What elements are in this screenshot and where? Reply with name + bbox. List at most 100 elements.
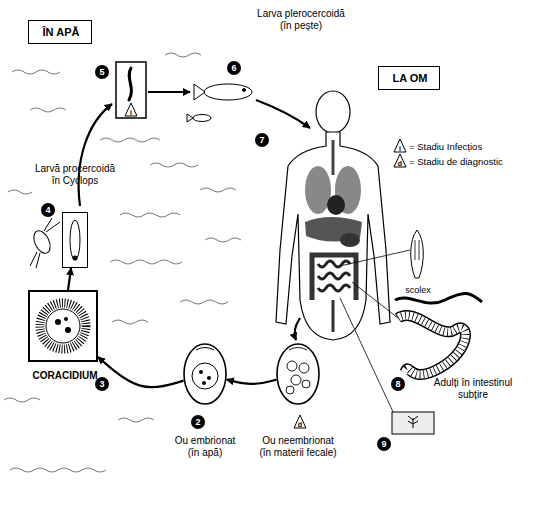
coracidium-cilia (40, 303, 86, 349)
wave-line (110, 260, 182, 264)
annotation-text: Larva plerocercoidă (în pește) (255, 8, 347, 32)
leader-line (340, 250, 410, 266)
stage-box: CORACIDIUM (28, 290, 98, 362)
coracidium-dot (55, 319, 61, 325)
embryo-dot (202, 381, 206, 385)
egg-cell (286, 386, 294, 394)
procercoid-tail (73, 256, 78, 261)
cycle-arrow (256, 100, 310, 128)
plerocercoid-larva (129, 68, 131, 100)
wave-line (165, 53, 201, 57)
cycle-arrow (79, 104, 112, 206)
cycle-arrow (68, 268, 71, 290)
egg-cells (286, 348, 310, 395)
fish-drawing (187, 84, 252, 122)
small-fish-body (193, 115, 211, 122)
wave-line (112, 320, 148, 324)
stage-marker: d (294, 421, 306, 429)
stage-box: ÎN APĂ (28, 20, 92, 44)
callout-number: 4 (41, 203, 55, 217)
proglottid (392, 412, 434, 434)
small-intestine (318, 261, 350, 291)
callout-number: 2 (191, 415, 205, 429)
rectum (332, 300, 335, 332)
egg-cell (287, 361, 297, 371)
fish-tail (194, 84, 205, 100)
node-label: LA OM (379, 72, 441, 84)
legend-triangle (394, 139, 406, 152)
wave-line (118, 418, 154, 422)
callout-number: 8 (391, 377, 405, 391)
stomach (340, 233, 360, 247)
egg-cell (291, 375, 301, 385)
trachea (332, 140, 335, 175)
scolex-groove (415, 240, 419, 260)
stage-marker: i (125, 109, 137, 117)
worm-segments (398, 315, 465, 374)
legend-entry: = Stadiu de diagnostic (409, 156, 503, 167)
node-label: Larvă procercoidă în Cyclops (33, 163, 117, 187)
leader-line (340, 298, 394, 414)
plerocercoid-box (116, 62, 146, 118)
cyclops-drawing (30, 218, 60, 268)
cycle-arrow (295, 318, 300, 340)
fish-body (204, 84, 252, 100)
human-head (316, 91, 350, 133)
legend-text: = Stadiu de diagnostic (409, 156, 503, 167)
cycle-arrow (227, 380, 277, 384)
fish-eye (243, 89, 246, 92)
node-label: Ou neembrionat (în materii fecale) (258, 435, 338, 459)
cyclops-body (31, 228, 54, 256)
wave-line (12, 70, 60, 74)
egg-outline (276, 343, 320, 405)
adult-worm-fill (398, 315, 465, 374)
small-fish-tail (187, 114, 193, 122)
stage-marker: d (394, 160, 406, 168)
callout-number: 5 (95, 65, 109, 79)
stage-box: LA OM (378, 66, 440, 90)
legend-text: = Stadiu Infecțios (409, 141, 482, 152)
coracidium-body (46, 309, 80, 343)
egg-cell (299, 363, 309, 373)
egg-shell (277, 344, 319, 404)
annotation-text: Adulți în intestinul subțire (428, 377, 518, 401)
wave-line (120, 213, 180, 217)
lung (305, 166, 331, 214)
coracidium-dot (65, 327, 71, 333)
embryo-dot (207, 376, 211, 380)
cyclops-antenna (30, 218, 60, 268)
node-label: Ou embrionat (în apă) (172, 435, 238, 459)
egg-oval: Ou embrionat (în apă) (183, 343, 227, 405)
stage-triangle (125, 103, 137, 116)
adult-worm (398, 315, 465, 374)
egg-oval: Ou neembrionat (în materii fecale) (276, 343, 320, 405)
egg-cell (302, 380, 310, 388)
wave-line (30, 108, 66, 112)
human-body (276, 132, 390, 340)
wave-line (4, 398, 40, 402)
legend-triangle (394, 154, 406, 167)
egg-embryo (192, 363, 218, 389)
egg-operculum (196, 348, 214, 351)
leader-line (352, 282, 398, 318)
wave-line (150, 163, 198, 167)
wave-line (100, 138, 160, 142)
coracidium-dot (64, 317, 68, 321)
large-intestine (312, 255, 356, 300)
scolex-drawing (411, 230, 424, 278)
egg-operculum (289, 348, 307, 351)
callout-number: 7 (255, 133, 269, 147)
wave-line (205, 238, 241, 242)
heart (327, 195, 345, 215)
wave-line (8, 190, 32, 194)
leader-lines (340, 250, 410, 414)
cycle-arrows (79, 92, 310, 340)
callout-number: 3 (95, 377, 109, 391)
egg-shell (184, 344, 226, 404)
annotation-text: scolex (398, 284, 438, 296)
egg-outline (183, 343, 227, 405)
